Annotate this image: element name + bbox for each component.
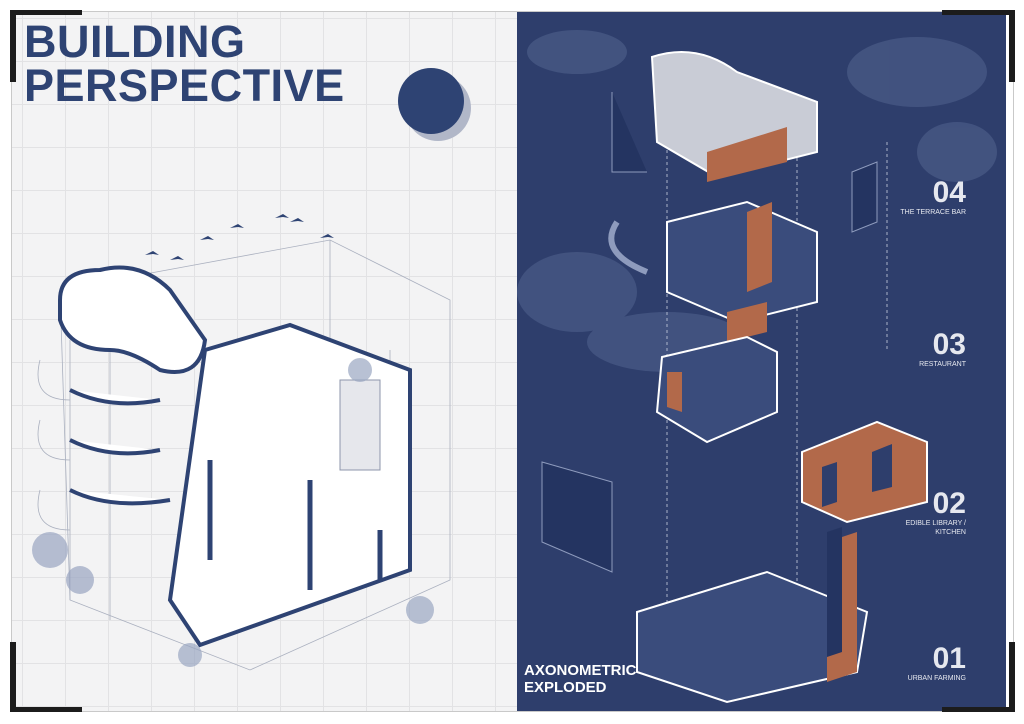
- axonometric-caption: AXONOMETRIC EXPLODED: [524, 662, 637, 696]
- level-name: RESTAURANT: [919, 361, 966, 368]
- exploded-axonometric-drawing: [517, 30, 997, 704]
- level-name: EDIBLE LIBRARY / KITCHEN: [905, 520, 966, 536]
- level-01-label: 01 URBAN FARMING: [908, 644, 966, 683]
- axonometric-exploded-panel: 04 THE TERRACE BAR 03 RESTAURANT 02 EDIB…: [517, 12, 1006, 711]
- page-title: BUILDING PERSPECTIVE: [24, 16, 345, 111]
- level-name: THE TERRACE BAR: [900, 209, 966, 216]
- level-04-label: 04 THE TERRACE BAR: [900, 178, 966, 217]
- corner-bracket-top-left: [10, 10, 82, 15]
- page-frame: [11, 11, 1014, 712]
- title-line-1: BUILDING: [24, 16, 246, 67]
- caption-line-1: AXONOMETRIC: [524, 662, 637, 679]
- corner-bracket-bottom-left: [10, 642, 16, 712]
- corner-bracket-bottom-right: [1009, 642, 1015, 712]
- level-number: 03: [932, 328, 966, 361]
- level-02-label: 02 EDIBLE LIBRARY / KITCHEN: [896, 489, 966, 537]
- corner-bracket-bottom-right: [942, 707, 1015, 712]
- level-number: 04: [932, 176, 966, 209]
- building-perspective-drawing: [32, 214, 451, 671]
- sun-circle-graphic: [398, 68, 464, 134]
- title-line-2: PERSPECTIVE: [24, 60, 345, 111]
- level-number: 01: [932, 642, 966, 675]
- level-number: 02: [932, 487, 966, 520]
- level-03-label: 03 RESTAURANT: [919, 330, 966, 369]
- corner-bracket-top-left: [10, 10, 16, 82]
- level-name: URBAN FARMING: [907, 675, 966, 682]
- corner-bracket-top-right: [1009, 10, 1015, 82]
- corner-bracket-top-right: [942, 10, 1015, 15]
- corner-bracket-bottom-left: [10, 707, 82, 712]
- caption-line-2: EXPLODED: [524, 679, 607, 696]
